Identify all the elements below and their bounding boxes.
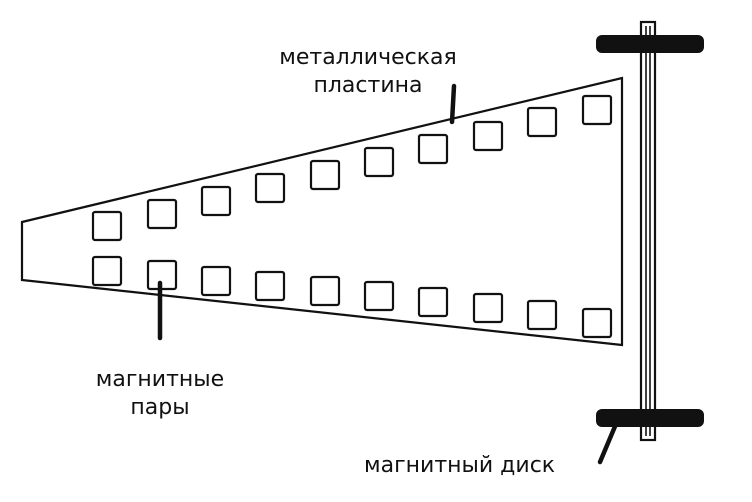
lower-magnet	[526, 299, 558, 331]
upper-magnet	[146, 198, 178, 230]
lower-magnet	[417, 286, 449, 318]
upper-magnet	[526, 106, 558, 138]
disk-label: магнитный диск	[364, 453, 556, 478]
disk-bottom-bar	[596, 409, 704, 427]
plate-label: металлическая пластина	[268, 44, 468, 100]
upper-magnet-row	[91, 94, 613, 242]
lower-magnet	[254, 270, 286, 302]
disk-top-bar	[596, 35, 704, 53]
upper-magnet	[417, 133, 449, 165]
lower-magnet-row	[91, 255, 613, 339]
plate-label-line2: пластина	[313, 73, 423, 98]
upper-magnet	[91, 210, 123, 242]
pairs-label-line2: пары	[130, 395, 190, 420]
pairs-label: магнитные пары	[60, 366, 260, 422]
upper-magnet	[254, 172, 286, 204]
lower-magnet	[200, 265, 232, 297]
lower-magnet	[363, 280, 395, 312]
upper-magnet	[472, 120, 504, 152]
upper-magnet	[309, 159, 341, 191]
lower-magnet	[91, 255, 123, 287]
lower-magnet	[581, 307, 613, 339]
upper-magnet	[200, 185, 232, 217]
plate-label-line1: металлическая	[279, 45, 457, 70]
magnetic-disk	[596, 20, 704, 442]
upper-magnet	[363, 146, 395, 178]
plate-pointer	[449, 83, 457, 125]
disk-axle-outer	[639, 20, 657, 442]
upper-magnet	[581, 94, 613, 126]
lower-magnet	[472, 292, 504, 324]
pairs-label-line1: магнитные	[95, 367, 225, 392]
metal-plate	[20, 76, 624, 347]
lower-magnet	[309, 275, 341, 307]
disk-pointer	[597, 421, 619, 465]
